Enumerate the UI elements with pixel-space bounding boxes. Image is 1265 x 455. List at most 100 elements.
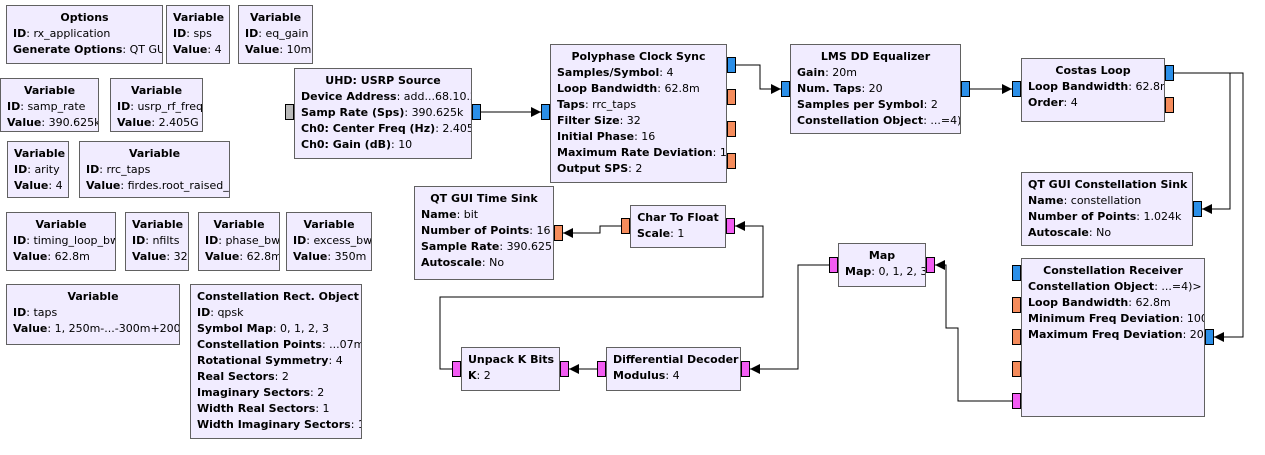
param-key: Scale	[637, 227, 671, 240]
block-param: Maximum Freq Deviation: 200u	[1028, 327, 1204, 343]
block-param: ID: nfilts	[132, 233, 182, 249]
param-separator: :	[861, 82, 869, 95]
input-port[interactable]	[1012, 297, 1021, 313]
block-title: Options	[60, 11, 109, 24]
output-port[interactable]	[727, 121, 736, 137]
block-param: Sample Rate: 390.625k	[421, 239, 553, 255]
block-param: Number of Points: 1.024k	[1028, 209, 1186, 225]
param-value: excess_bw	[313, 234, 372, 247]
param-key: Map	[845, 265, 872, 278]
param-value: samp_rate	[27, 100, 86, 113]
output-port[interactable]	[727, 57, 736, 73]
block-param: ID: qpsk	[197, 305, 355, 321]
block-param: Value: 350m	[293, 249, 366, 265]
param-key: Taps	[557, 98, 585, 111]
param-separator: :	[1063, 96, 1071, 109]
param-key: ID	[13, 306, 27, 319]
param-value: No	[489, 256, 505, 269]
param-separator: :	[659, 66, 667, 79]
output-port[interactable]	[560, 361, 569, 377]
param-key: Autoscale	[421, 256, 482, 269]
block-title: Variable	[249, 11, 302, 24]
param-value: firdes.root_raised_...	[127, 179, 230, 192]
block-param: Value: firdes.root_raised_...	[86, 178, 229, 194]
output-port[interactable]	[741, 361, 750, 377]
param-separator: :	[396, 90, 404, 103]
param-separator: :	[27, 163, 35, 176]
param-separator: :	[130, 100, 138, 113]
input-port[interactable]	[285, 104, 294, 120]
param-key: Symbol Map	[197, 322, 273, 335]
param-separator: :	[47, 322, 55, 335]
param-key: Real Sectors	[197, 370, 275, 383]
output-port[interactable]	[1165, 97, 1174, 113]
param-value: 10	[398, 138, 413, 151]
input-port[interactable]	[1012, 361, 1021, 377]
input-port[interactable]	[621, 218, 630, 234]
param-separator: :	[218, 234, 226, 247]
input-port[interactable]	[1012, 265, 1021, 281]
block-param: Value: 390.625k	[7, 115, 98, 131]
input-port[interactable]	[1012, 393, 1021, 409]
output-port[interactable]	[926, 257, 935, 273]
output-port[interactable]	[726, 218, 735, 234]
param-separator: :	[390, 138, 399, 151]
block-param: Constellation Object: ...=4)>	[797, 113, 960, 129]
block-param: Autoscale: No	[1028, 225, 1186, 241]
input-port[interactable]	[781, 81, 790, 97]
input-port[interactable]	[597, 361, 606, 377]
param-separator: :	[120, 179, 128, 192]
param-value: 390.625k	[506, 240, 554, 253]
block-param: Samples per Symbol: 2	[797, 97, 954, 113]
block-param: Imaginary Sectors: 2	[197, 385, 355, 401]
output-port[interactable]	[554, 225, 563, 241]
param-key: ID	[14, 163, 28, 176]
param-value: nfilts	[152, 234, 180, 247]
output-port[interactable]	[1205, 329, 1214, 345]
output-port[interactable]	[1165, 65, 1174, 81]
block-param: Output SPS: 2	[557, 161, 720, 177]
output-port[interactable]	[472, 104, 481, 120]
block-param: Name: constellation	[1028, 193, 1186, 209]
param-value: 2	[281, 370, 289, 383]
output-port[interactable]	[1193, 201, 1202, 217]
param-key: ID	[293, 234, 307, 247]
input-port[interactable]	[452, 361, 461, 377]
input-port[interactable]	[1012, 329, 1021, 345]
output-port[interactable]	[961, 81, 970, 97]
input-port[interactable]	[1012, 81, 1021, 97]
output-port[interactable]	[727, 153, 736, 169]
block-title: Variable	[213, 218, 265, 231]
param-value: 2	[483, 369, 491, 382]
output-port[interactable]	[727, 89, 736, 105]
input-port[interactable]	[541, 104, 550, 120]
block-param: Real Sectors: 2	[197, 369, 355, 385]
param-value: 4	[672, 369, 680, 382]
input-port[interactable]	[829, 257, 838, 273]
param-value: No	[1096, 226, 1112, 239]
